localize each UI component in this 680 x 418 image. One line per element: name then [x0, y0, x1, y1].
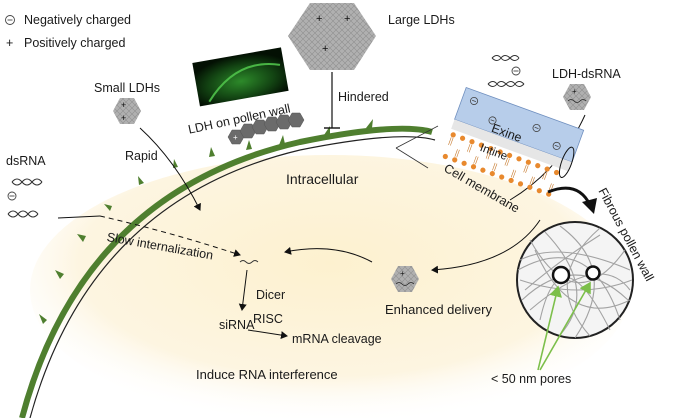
pores-label: < 50 nm pores — [491, 372, 572, 386]
dsrna-helix-right — [487, 55, 525, 87]
large-ldh-hexagon — [288, 3, 376, 70]
mrna-cleavage-label: mRNA cleavage — [292, 332, 382, 346]
pore-arrow-2 — [539, 281, 591, 371]
pollen-wall — [19, 125, 433, 418]
legend-negative-label: Negatively charged — [24, 13, 132, 27]
svg-text:+: + — [121, 113, 126, 123]
small-ldh-hexagon — [113, 98, 141, 124]
cytoplasm — [30, 155, 630, 418]
pore-large — [551, 265, 571, 285]
dicer-arrow — [238, 269, 248, 311]
rapid-label: Rapid — [125, 149, 158, 163]
svg-text:+: + — [400, 269, 405, 278]
svg-text:+: + — [572, 87, 577, 96]
risc-label: RISC — [253, 312, 283, 326]
cell-membrane-bilayer — [442, 132, 560, 197]
svg-text:+: + — [322, 43, 328, 55]
ldh-cluster — [227, 112, 305, 145]
slow-internalization-arrow — [99, 215, 241, 257]
induce-rna-interference-label: Induce RNA interference — [196, 367, 338, 382]
legend-positive-symbol: + — [6, 36, 14, 50]
ldh-dsrna-label: LDH-dsRNA — [552, 67, 621, 81]
pore-small — [585, 265, 601, 281]
pollen-wall-inner-line — [29, 136, 436, 418]
rapid-arrow — [139, 127, 201, 211]
svg-text:+: + — [233, 133, 238, 142]
enhanced-to-cytoplasm-arrow — [284, 246, 373, 263]
ldh-dsrna-hexagon — [563, 84, 591, 110]
wall-inset — [442, 86, 585, 197]
legend-positive-label: Positively charged — [24, 36, 126, 50]
svg-text:+: + — [316, 13, 322, 25]
sirna-label: siRNA — [219, 318, 255, 332]
svg-text:+: + — [344, 13, 350, 25]
delivery-arrow — [431, 219, 541, 274]
pollen-wall-spikes — [39, 119, 373, 324]
svg-text:+: + — [121, 100, 126, 110]
dsrna-cytoplasm — [239, 260, 259, 264]
enhanced-delivery-label: Enhanced delivery — [385, 302, 492, 317]
ldh-pollen-micrograph — [192, 47, 289, 107]
hindered-label: Hindered — [338, 90, 389, 104]
dsrna-helix-left — [7, 178, 43, 218]
negative-charge-icon — [5, 15, 15, 25]
large-ldhs-label: Large LDHs — [388, 13, 455, 27]
slow-internalization-line — [57, 215, 101, 219]
fibrous-wall-circle — [516, 221, 634, 339]
intracellular-label: Intracellular — [286, 171, 359, 187]
small-ldhs-label: Small LDHs — [94, 81, 160, 95]
pore-arrow-1 — [537, 285, 562, 371]
dsrna-label: dsRNA — [6, 154, 46, 168]
dicer-label: Dicer — [256, 288, 286, 302]
risc-arrow — [247, 329, 288, 340]
enhanced-delivery-hexagon — [391, 266, 419, 292]
